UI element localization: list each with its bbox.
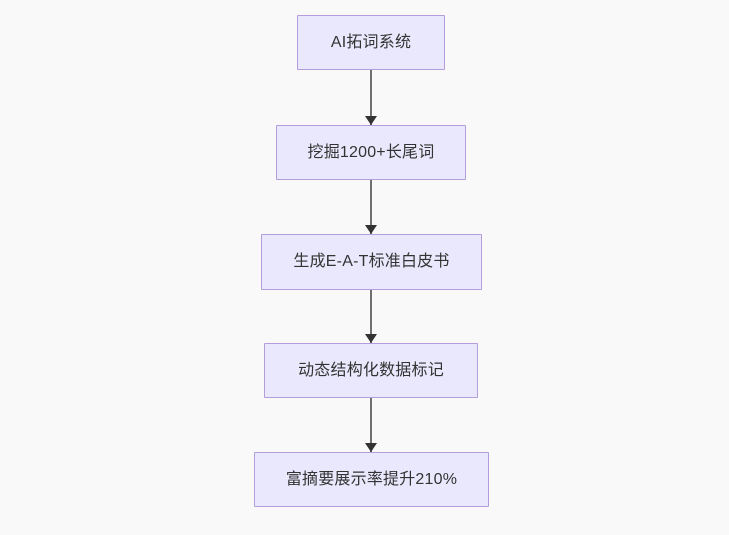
- connector-line: [370, 180, 372, 234]
- down-arrow-icon: [365, 334, 377, 343]
- connector-node-3-to-node-4: [365, 398, 377, 452]
- flow-node-label: 富摘要展示率提升210%: [285, 470, 458, 488]
- connector-node-1-to-node-2: [365, 180, 377, 234]
- down-arrow-icon: [365, 116, 377, 125]
- flow-node-generate-eat-whitepaper[interactable]: 生成E-A-T标准白皮书: [261, 234, 482, 290]
- flow-node-mine-longtail-keywords[interactable]: 挖掘1200+长尾词: [276, 125, 466, 180]
- flow-node-label: AI拓词系统: [330, 33, 412, 51]
- connector-line: [370, 70, 372, 125]
- flow-node-ai-keyword-system[interactable]: AI拓词系统: [297, 15, 445, 70]
- flow-node-label: 生成E-A-T标准白皮书: [293, 253, 450, 271]
- down-arrow-icon: [365, 443, 377, 452]
- down-arrow-icon: [365, 225, 377, 234]
- connector-line: [370, 290, 372, 343]
- connector-node-2-to-node-3: [365, 290, 377, 343]
- flow-node-label: 动态结构化数据标记: [298, 361, 444, 379]
- connector-line: [370, 398, 372, 452]
- flow-node-label: 挖掘1200+长尾词: [307, 143, 435, 161]
- flow-node-dynamic-structured-data-markup[interactable]: 动态结构化数据标记: [264, 343, 478, 398]
- connector-node-0-to-node-1: [365, 70, 377, 125]
- flow-node-rich-snippet-impression-uplift[interactable]: 富摘要展示率提升210%: [254, 452, 489, 507]
